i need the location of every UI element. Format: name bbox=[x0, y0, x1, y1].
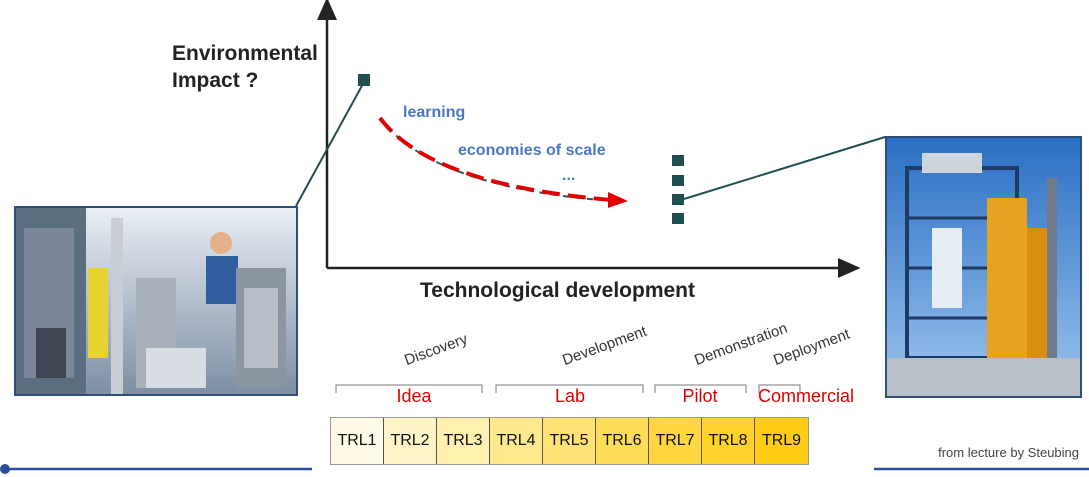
later-impact-marker-1 bbox=[672, 155, 684, 166]
lab-photo-image bbox=[16, 208, 296, 394]
group-pilot: Pilot bbox=[682, 386, 718, 406]
trl-cell-1: TRL1 bbox=[331, 418, 384, 464]
group-lab: Lab bbox=[554, 386, 586, 406]
trl-cell-2: TRL2 bbox=[384, 418, 437, 464]
y-axis-label: Environmental Impact ? bbox=[172, 40, 318, 94]
bracket-pilot bbox=[654, 384, 747, 393]
annotation-economies-of-scale: economies of scale bbox=[458, 142, 606, 159]
later-impact-marker-3 bbox=[672, 194, 684, 205]
plant-photo bbox=[885, 136, 1082, 398]
later-impact-marker-4 bbox=[672, 213, 684, 224]
learning-curve-arrowhead bbox=[608, 192, 628, 208]
bracket-idea bbox=[335, 384, 483, 393]
plant-photo-image bbox=[887, 138, 1080, 396]
trl-cell-6: TRL6 bbox=[596, 418, 649, 464]
source-credit: from lecture by Steubing bbox=[938, 445, 1079, 460]
annotation-learning: learning bbox=[403, 104, 466, 121]
connector-left bbox=[295, 81, 365, 207]
bracket-commercial bbox=[758, 384, 801, 393]
trl-cell-8: TRL8 bbox=[702, 418, 755, 464]
early-impact-marker bbox=[358, 74, 370, 86]
lab-photo bbox=[14, 206, 298, 396]
trl-cell-9: TRL9 bbox=[755, 418, 808, 464]
trl-scale: TRL1 TRL2 TRL3 TRL4 TRL5 TRL6 TRL7 TRL8 … bbox=[330, 417, 809, 465]
bracket-lab bbox=[495, 384, 644, 393]
y-axis-label-line1: Environmental bbox=[172, 42, 318, 65]
group-idea: Idea bbox=[396, 386, 432, 406]
learning-curve bbox=[378, 116, 613, 202]
x-axis-label: Technological development bbox=[420, 279, 695, 302]
later-impact-marker-2 bbox=[672, 175, 684, 186]
trl-cell-7: TRL7 bbox=[649, 418, 702, 464]
connector-right bbox=[683, 136, 886, 200]
trl-cell-4: TRL4 bbox=[490, 418, 543, 464]
y-axis-label-line2: Impact ? bbox=[172, 69, 259, 92]
annotation-ellipsis: ... bbox=[562, 167, 576, 184]
learning-curve-shadow bbox=[379, 117, 601, 201]
group-commercial: Commercial bbox=[758, 386, 855, 406]
trl-cell-5: TRL5 bbox=[543, 418, 596, 464]
trl-cell-3: TRL3 bbox=[437, 418, 490, 464]
